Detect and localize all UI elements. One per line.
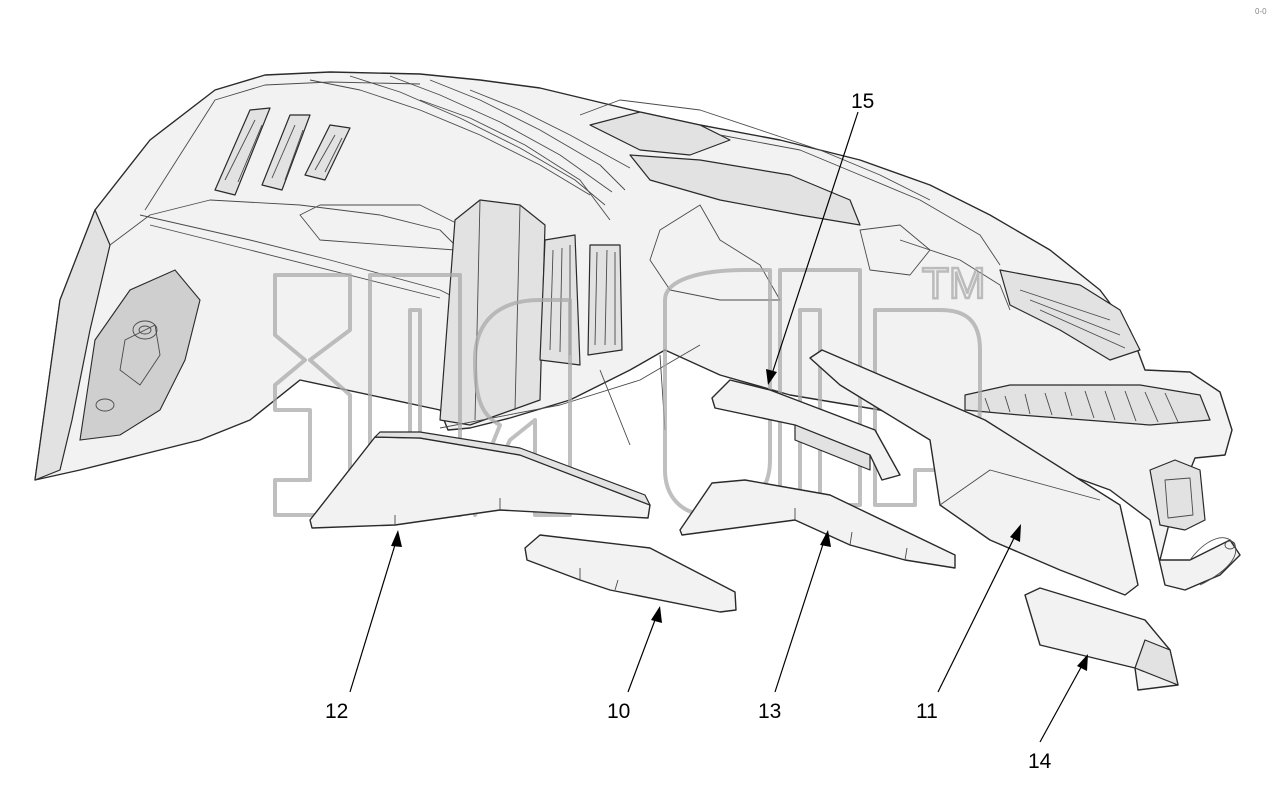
callout-11: 11: [916, 700, 938, 723]
callout-14: 14: [1028, 750, 1052, 773]
right-louvers: [964, 269, 1211, 426]
callout-12: 12: [325, 700, 348, 723]
part-14-panel: [1024, 587, 1179, 691]
callout-13: 13: [758, 700, 781, 723]
part-10-panel: [524, 534, 737, 613]
callout-labels: 12 10 13 11 14 15: [325, 90, 1052, 773]
trademark-mark: TM: [922, 259, 986, 308]
top-ribs: [309, 75, 631, 221]
corner-mark: 0-0: [1255, 7, 1267, 16]
leader-lines: [349, 111, 1088, 743]
left-vent-slots: [214, 107, 351, 196]
part-13-panel: [679, 479, 956, 569]
callout-10: 10: [607, 700, 630, 723]
callout-15: 15: [851, 90, 874, 113]
part-15-panel: [711, 379, 901, 481]
part-12-panel: [309, 431, 651, 529]
part-11-panel: [809, 349, 1139, 596]
